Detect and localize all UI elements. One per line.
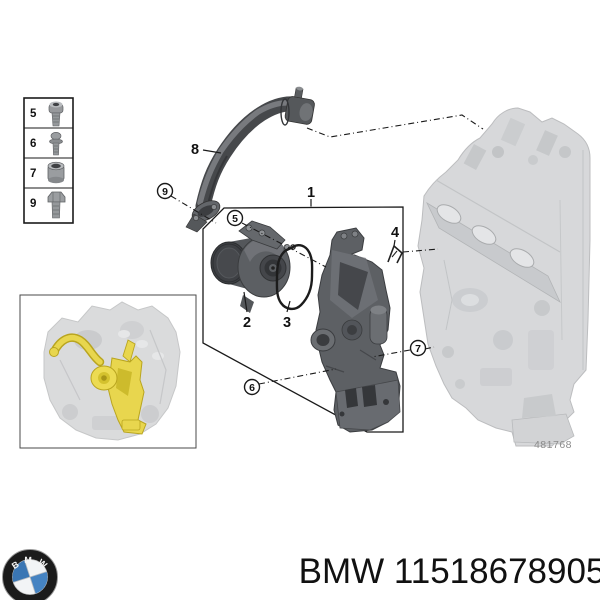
sleeve-bushing-icon (47, 161, 65, 184)
fastener-row-5-label: 5 (30, 108, 37, 120)
callout-7[interactable]: 7 (409, 339, 427, 357)
assembly-group-outline (202, 206, 404, 433)
callout-3-label[interactable]: 3 (283, 315, 291, 331)
small-bolt-icon (49, 132, 63, 156)
callout-9-label[interactable]: 9 (162, 186, 168, 198)
callout-8[interactable]: 8 (191, 142, 199, 158)
socket-head-screw-icon (48, 101, 64, 127)
callout-9[interactable]: 9 (156, 182, 174, 200)
fastener-row-5[interactable]: 5 (30, 101, 64, 127)
coolant-pipe-icon[interactable] (185, 85, 317, 233)
callout-4[interactable]: 4 (391, 225, 399, 241)
support-bracket-icon[interactable] (310, 227, 401, 433)
fastener-row-6-label: 6 (30, 138, 36, 150)
callout-3[interactable]: 3 (283, 315, 291, 331)
callout-1-label[interactable]: 1 (307, 185, 315, 201)
callout-9-circle[interactable] (156, 182, 174, 200)
image-number: 481768 (534, 439, 572, 451)
footer-part-number: BMW 11518678905 (299, 552, 600, 591)
callout-5-circle[interactable] (226, 209, 244, 227)
bmw-roundel-icon: BMW (2, 549, 58, 600)
callout-6-circle[interactable] (243, 378, 261, 396)
callout-5[interactable]: 5 (226, 209, 244, 227)
callout-7-label[interactable]: 7 (415, 343, 421, 355)
hex-bolt-icon (47, 191, 66, 219)
leader-lines (170, 114, 484, 385)
callout-4-label[interactable]: 4 (391, 225, 399, 241)
callout-8-label[interactable]: 8 (191, 142, 199, 158)
fastener-row-7-label: 7 (30, 168, 36, 180)
callout-5-label[interactable]: 5 (232, 213, 238, 225)
fastener-row-9-label: 9 (30, 198, 36, 210)
engine-location-thumbnail[interactable] (19, 294, 197, 449)
callout-7-circle[interactable] (409, 339, 427, 357)
callout-1[interactable]: 1 (307, 185, 315, 201)
engine-block-icon (417, 107, 591, 447)
fastener-row-9[interactable]: 9 (30, 191, 66, 219)
fastener-row-7[interactable]: 7 (30, 161, 65, 184)
fastener-table: 5 6 7 (23, 97, 74, 224)
callout-6-label[interactable]: 6 (249, 382, 255, 394)
fastener-row-6[interactable]: 6 (30, 132, 63, 156)
callout-6[interactable]: 6 (243, 378, 261, 396)
profile-clip-icon[interactable] (387, 245, 403, 264)
thumbnail-highlighted-parts-icon (49, 333, 147, 435)
callout-2[interactable]: 2 (243, 315, 251, 331)
callout-2-label[interactable]: 2 (243, 315, 251, 331)
